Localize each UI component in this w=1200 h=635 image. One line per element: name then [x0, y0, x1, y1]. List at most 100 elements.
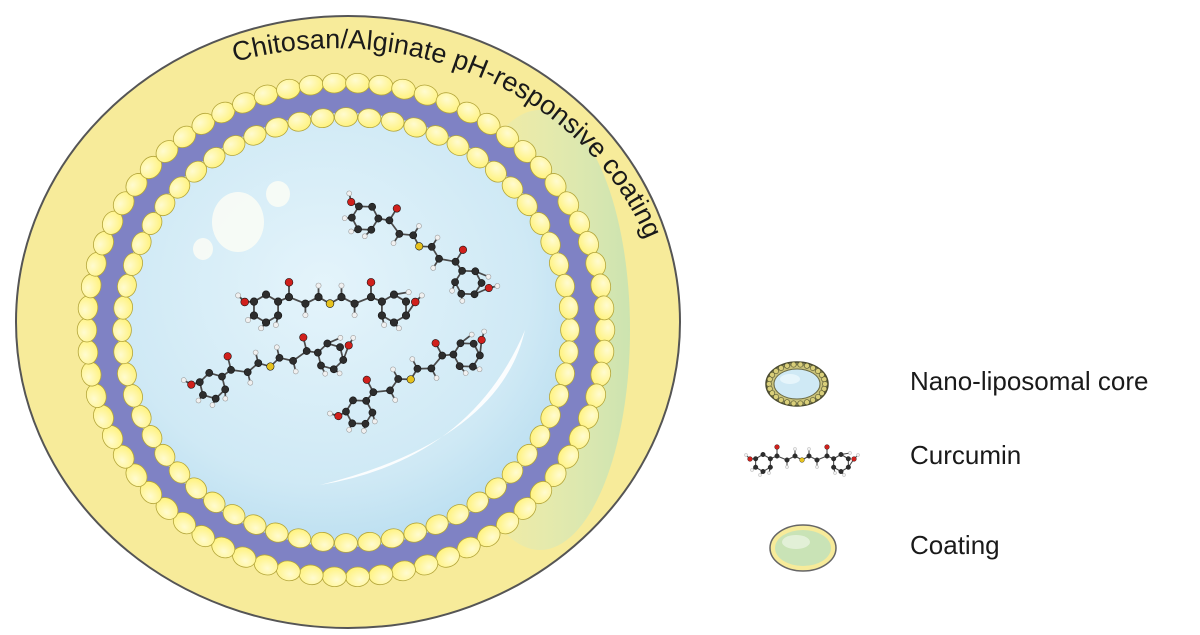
- lipid-heads-inner: [112, 107, 580, 553]
- carbon-atom: [838, 452, 844, 457]
- carbon-atom: [427, 242, 436, 251]
- carbon-atom: [329, 365, 338, 374]
- lipid-head: [243, 125, 267, 146]
- hydrogen-atom: [247, 380, 254, 386]
- carbon-atom: [377, 297, 386, 306]
- carbon-atom: [469, 339, 478, 348]
- carbon-atom: [317, 361, 325, 370]
- carbon-atom: [845, 464, 851, 470]
- hydrogen-atom: [272, 322, 279, 328]
- coating-icon: [769, 524, 837, 572]
- carbon-atom: [469, 362, 477, 371]
- hydrogen-atom: [409, 356, 416, 362]
- carbon-atom: [348, 419, 357, 428]
- hydrogen-atom: [392, 397, 398, 403]
- oxygen-atom: [334, 412, 343, 421]
- lipid-heads-outer: [76, 72, 616, 588]
- carbon-atom: [366, 293, 376, 302]
- hydrogen-atom: [322, 370, 329, 377]
- core-highlight-bubble-large: [212, 192, 264, 252]
- carbon-atom: [227, 366, 235, 374]
- oxygen-atom: [774, 444, 780, 450]
- lipid-head: [334, 533, 358, 553]
- carbon-atom: [221, 385, 230, 394]
- oxygen-atom: [223, 352, 232, 361]
- carbon-atom: [275, 353, 284, 362]
- hydrogen-atom: [459, 298, 466, 304]
- hydrogen-atom: [222, 395, 229, 402]
- carbon-atom: [274, 311, 283, 320]
- carbon-atom: [774, 453, 780, 459]
- carbon-atom: [249, 311, 259, 320]
- carbon-atom: [753, 464, 759, 470]
- hydrogen-atom: [430, 265, 436, 271]
- carbon-atom: [767, 464, 773, 470]
- hydrogen-atom: [848, 451, 852, 455]
- carbon-atom: [367, 225, 376, 234]
- oxygen-atom: [824, 444, 830, 450]
- hydrogen-atom: [180, 377, 187, 383]
- oxygen-atom: [347, 197, 356, 207]
- lipid-head: [357, 108, 382, 129]
- carbon-atom: [374, 214, 383, 223]
- carbon-atom: [211, 394, 220, 403]
- hydrogen-atom: [348, 228, 354, 235]
- hydrogen-atom: [750, 468, 754, 472]
- carbon-atom: [451, 278, 459, 286]
- curcumin-molecule: [235, 278, 425, 332]
- hydrogen-atom: [744, 453, 748, 457]
- hydrogen-atom: [481, 328, 487, 335]
- lipid-head: [784, 362, 790, 369]
- lipid-head: [804, 362, 810, 369]
- carbon-atom: [369, 388, 378, 397]
- hydrogen-atom: [395, 325, 402, 332]
- lipid-head: [773, 368, 779, 374]
- carbon-atom: [361, 419, 370, 428]
- curcumin-molecule: [327, 328, 487, 434]
- carbon-atom: [427, 364, 436, 373]
- lipid-head: [334, 107, 358, 127]
- lipid-head: [560, 318, 580, 342]
- legend-label-nano-liposomal-core: Nano-liposomal core: [910, 366, 1149, 396]
- carbon-atom: [449, 350, 458, 359]
- carbon-atom: [337, 293, 346, 302]
- lipid-head: [310, 531, 335, 552]
- carbon-atom: [831, 456, 837, 462]
- hydrogen-atom: [327, 410, 333, 417]
- legend-label-curcumin: Curcumin: [910, 440, 1022, 470]
- hydrogen-atom: [337, 335, 344, 341]
- hydrogen-atom: [476, 366, 483, 373]
- carbon-atom: [401, 311, 411, 320]
- hydrogen-atom: [416, 223, 422, 229]
- carbon-atom: [753, 456, 759, 462]
- lipid-head: [797, 361, 804, 368]
- lipid-head: [769, 390, 776, 396]
- lipid-head: [766, 385, 773, 392]
- carbon-atom: [470, 290, 479, 299]
- carbon-atom: [284, 293, 294, 302]
- carbon-atom: [355, 202, 363, 211]
- carbon-atom: [368, 408, 377, 417]
- oxygen-atom: [344, 341, 353, 350]
- carbon-atom: [409, 231, 418, 240]
- carbon-atom: [347, 213, 356, 222]
- hydrogen-atom: [807, 447, 811, 451]
- lipid-head: [112, 318, 132, 342]
- hydrogen-atom: [758, 473, 762, 477]
- lipid-head: [778, 397, 784, 403]
- carbon-atom: [205, 369, 214, 377]
- carbon-atom: [362, 396, 371, 405]
- carbon-atom: [806, 453, 812, 459]
- curcumin-molecule: [341, 190, 501, 304]
- carbon-atom: [354, 225, 362, 234]
- carbon-atom: [457, 289, 466, 298]
- hydrogen-atom: [390, 240, 397, 246]
- lipid-head: [380, 528, 405, 549]
- hydrogen-atom: [785, 465, 789, 469]
- carbon-atom: [458, 266, 466, 275]
- hydrogen-atom: [235, 292, 242, 299]
- hydrogen-atom: [351, 312, 358, 319]
- carbon-atom: [401, 297, 411, 306]
- carbon-atom: [451, 257, 460, 266]
- hydrogen-atom: [468, 331, 475, 338]
